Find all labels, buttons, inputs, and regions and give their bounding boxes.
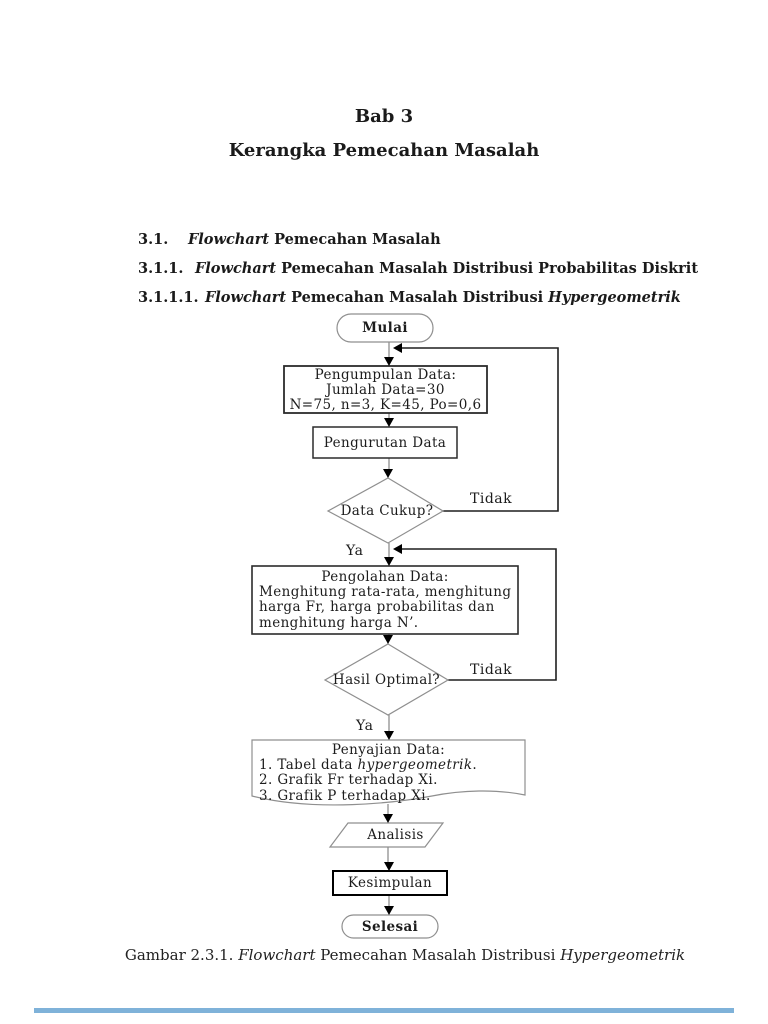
data-presentation-document-shape <box>251 739 526 806</box>
data-processing-label: Pengolahan Data: Menghitung rata-rata, m… <box>252 569 518 631</box>
end-label: Selesai <box>361 918 419 935</box>
data-presentation-title: Penyajian Data: <box>331 742 446 758</box>
decision2-yes-label: Ya <box>356 718 374 734</box>
flow-arrowhead <box>384 557 394 566</box>
start-label: Mulai <box>362 320 408 336</box>
data-processing-body-line2: harga Fr, harga probabilitas dan <box>259 599 495 616</box>
decision1-label: Data Cukup? <box>340 503 434 519</box>
flow-arrowhead <box>383 635 393 644</box>
data-presentation-item2: 2. Grafik Fr terhadap Xi. <box>259 772 438 789</box>
data-presentation-items: 1. Tabel data hypergeometrik. 2. Grafik … <box>252 757 525 804</box>
heading-text: Pemecahan Masalah Distribusi <box>286 289 549 306</box>
next-page-divider <box>34 1008 734 1013</box>
heading-number: 3.1.1.1. <box>138 289 199 306</box>
section-heading-3-1-1-1: 3.1.1.1. Flowchart Pemecahan Masalah Dist… <box>138 289 681 306</box>
data-processing-body-line3: menghitung harga N’. <box>259 614 419 631</box>
heading-italic: Flowchart <box>195 260 277 277</box>
heading-italic: Flowchart <box>188 231 270 248</box>
flow-arrowhead <box>384 731 394 740</box>
flow-arrowhead <box>384 418 394 427</box>
end-terminator-shape <box>341 914 439 939</box>
item1-period: . <box>472 757 478 773</box>
chapter-number: Bab 3 <box>354 106 414 127</box>
decision1-yes-label: Ya <box>346 543 364 559</box>
caption-text: Gambar 2.3.1. <box>124 946 239 964</box>
section-heading-3-1: 3.1. Flowchart Pemecahan Masalah <box>138 231 441 248</box>
data-presentation-item3: 3. Grafik P terhadap Xi. <box>259 787 431 804</box>
data-processing-box <box>251 565 519 635</box>
analysis-parallelogram <box>328 822 445 848</box>
data-collection-line2: Jumlah Data=30 <box>326 382 445 398</box>
decision2-no-label: Tidak <box>470 662 513 678</box>
heading-number: 3.1.1. <box>138 260 184 277</box>
section-heading-3-1-1: 3.1.1. Flowchart Pemecahan Masalah Distri… <box>138 260 698 277</box>
decision2-diamond <box>323 643 450 716</box>
flow-arrowhead <box>384 862 394 871</box>
flow-arrowheads <box>383 343 402 915</box>
flow-arrowhead <box>383 814 393 823</box>
decision1-diamond <box>326 477 445 544</box>
data-collection-line1: Pengumpulan Data: <box>314 367 457 383</box>
analysis-label: Analisis <box>367 827 424 843</box>
item1-text: 1. Tabel data <box>259 757 358 773</box>
caption-text-2: Pemecahan Masalah Distribusi <box>315 946 561 964</box>
heading-text: Pemecahan Masalah Distribusi Probabilita… <box>276 260 699 277</box>
data-presentation-label: Penyajian Data: 1. Tabel data hypergeome… <box>252 742 525 804</box>
data-sorting-box <box>312 426 458 459</box>
caption-italic-1: Flowchart <box>238 946 316 964</box>
figure-caption: Gambar 2.3.1. Flowchart Pemecahan Masala… <box>40 946 768 964</box>
data-processing-title: Pengolahan Data: <box>321 569 449 585</box>
data-presentation-item1: 1. Tabel data hypergeometrik. <box>259 757 525 773</box>
heading-italic: Flowchart <box>205 289 287 306</box>
heading-number: 3.1. <box>138 231 169 248</box>
heading-text: Pemecahan Masalah <box>269 231 441 248</box>
data-collection-line3: N=75, n=3, K=45, Po=0,6 <box>289 397 482 413</box>
data-collection-box <box>283 365 488 414</box>
loop2-connector <box>400 548 557 681</box>
decision1-no-label: Tidak <box>470 491 513 507</box>
loop2-arrowhead <box>393 544 402 554</box>
flow-arrowhead <box>384 357 394 366</box>
conclusion-label: Kesimpulan <box>347 875 433 891</box>
decision2-label: Hasil Optimal? <box>332 672 441 688</box>
data-processing-body-line1: Menghitung rata-rata, menghitung <box>259 584 512 600</box>
conclusion-box <box>332 870 448 896</box>
start-terminator-shape <box>336 313 434 343</box>
loop1-arrowhead <box>393 343 402 353</box>
data-collection-label: Pengumpulan Data: Jumlah Data=30 N=75, n… <box>284 368 487 413</box>
item1-italic: hypergeometrik <box>357 757 473 773</box>
loop1-connector <box>400 347 559 512</box>
caption-italic-2: Hypergeometrik <box>560 946 686 964</box>
flow-arrowhead <box>384 906 394 915</box>
data-sorting-label: Pengurutan Data <box>323 434 447 451</box>
flow-arrowhead <box>383 469 393 478</box>
data-processing-body: Menghitung rata-rata, menghitung harga F… <box>252 584 518 631</box>
heading-italic-2: Hypergeometrik <box>548 289 681 306</box>
chapter-title: Kerangka Pemecahan Masalah <box>228 140 540 161</box>
